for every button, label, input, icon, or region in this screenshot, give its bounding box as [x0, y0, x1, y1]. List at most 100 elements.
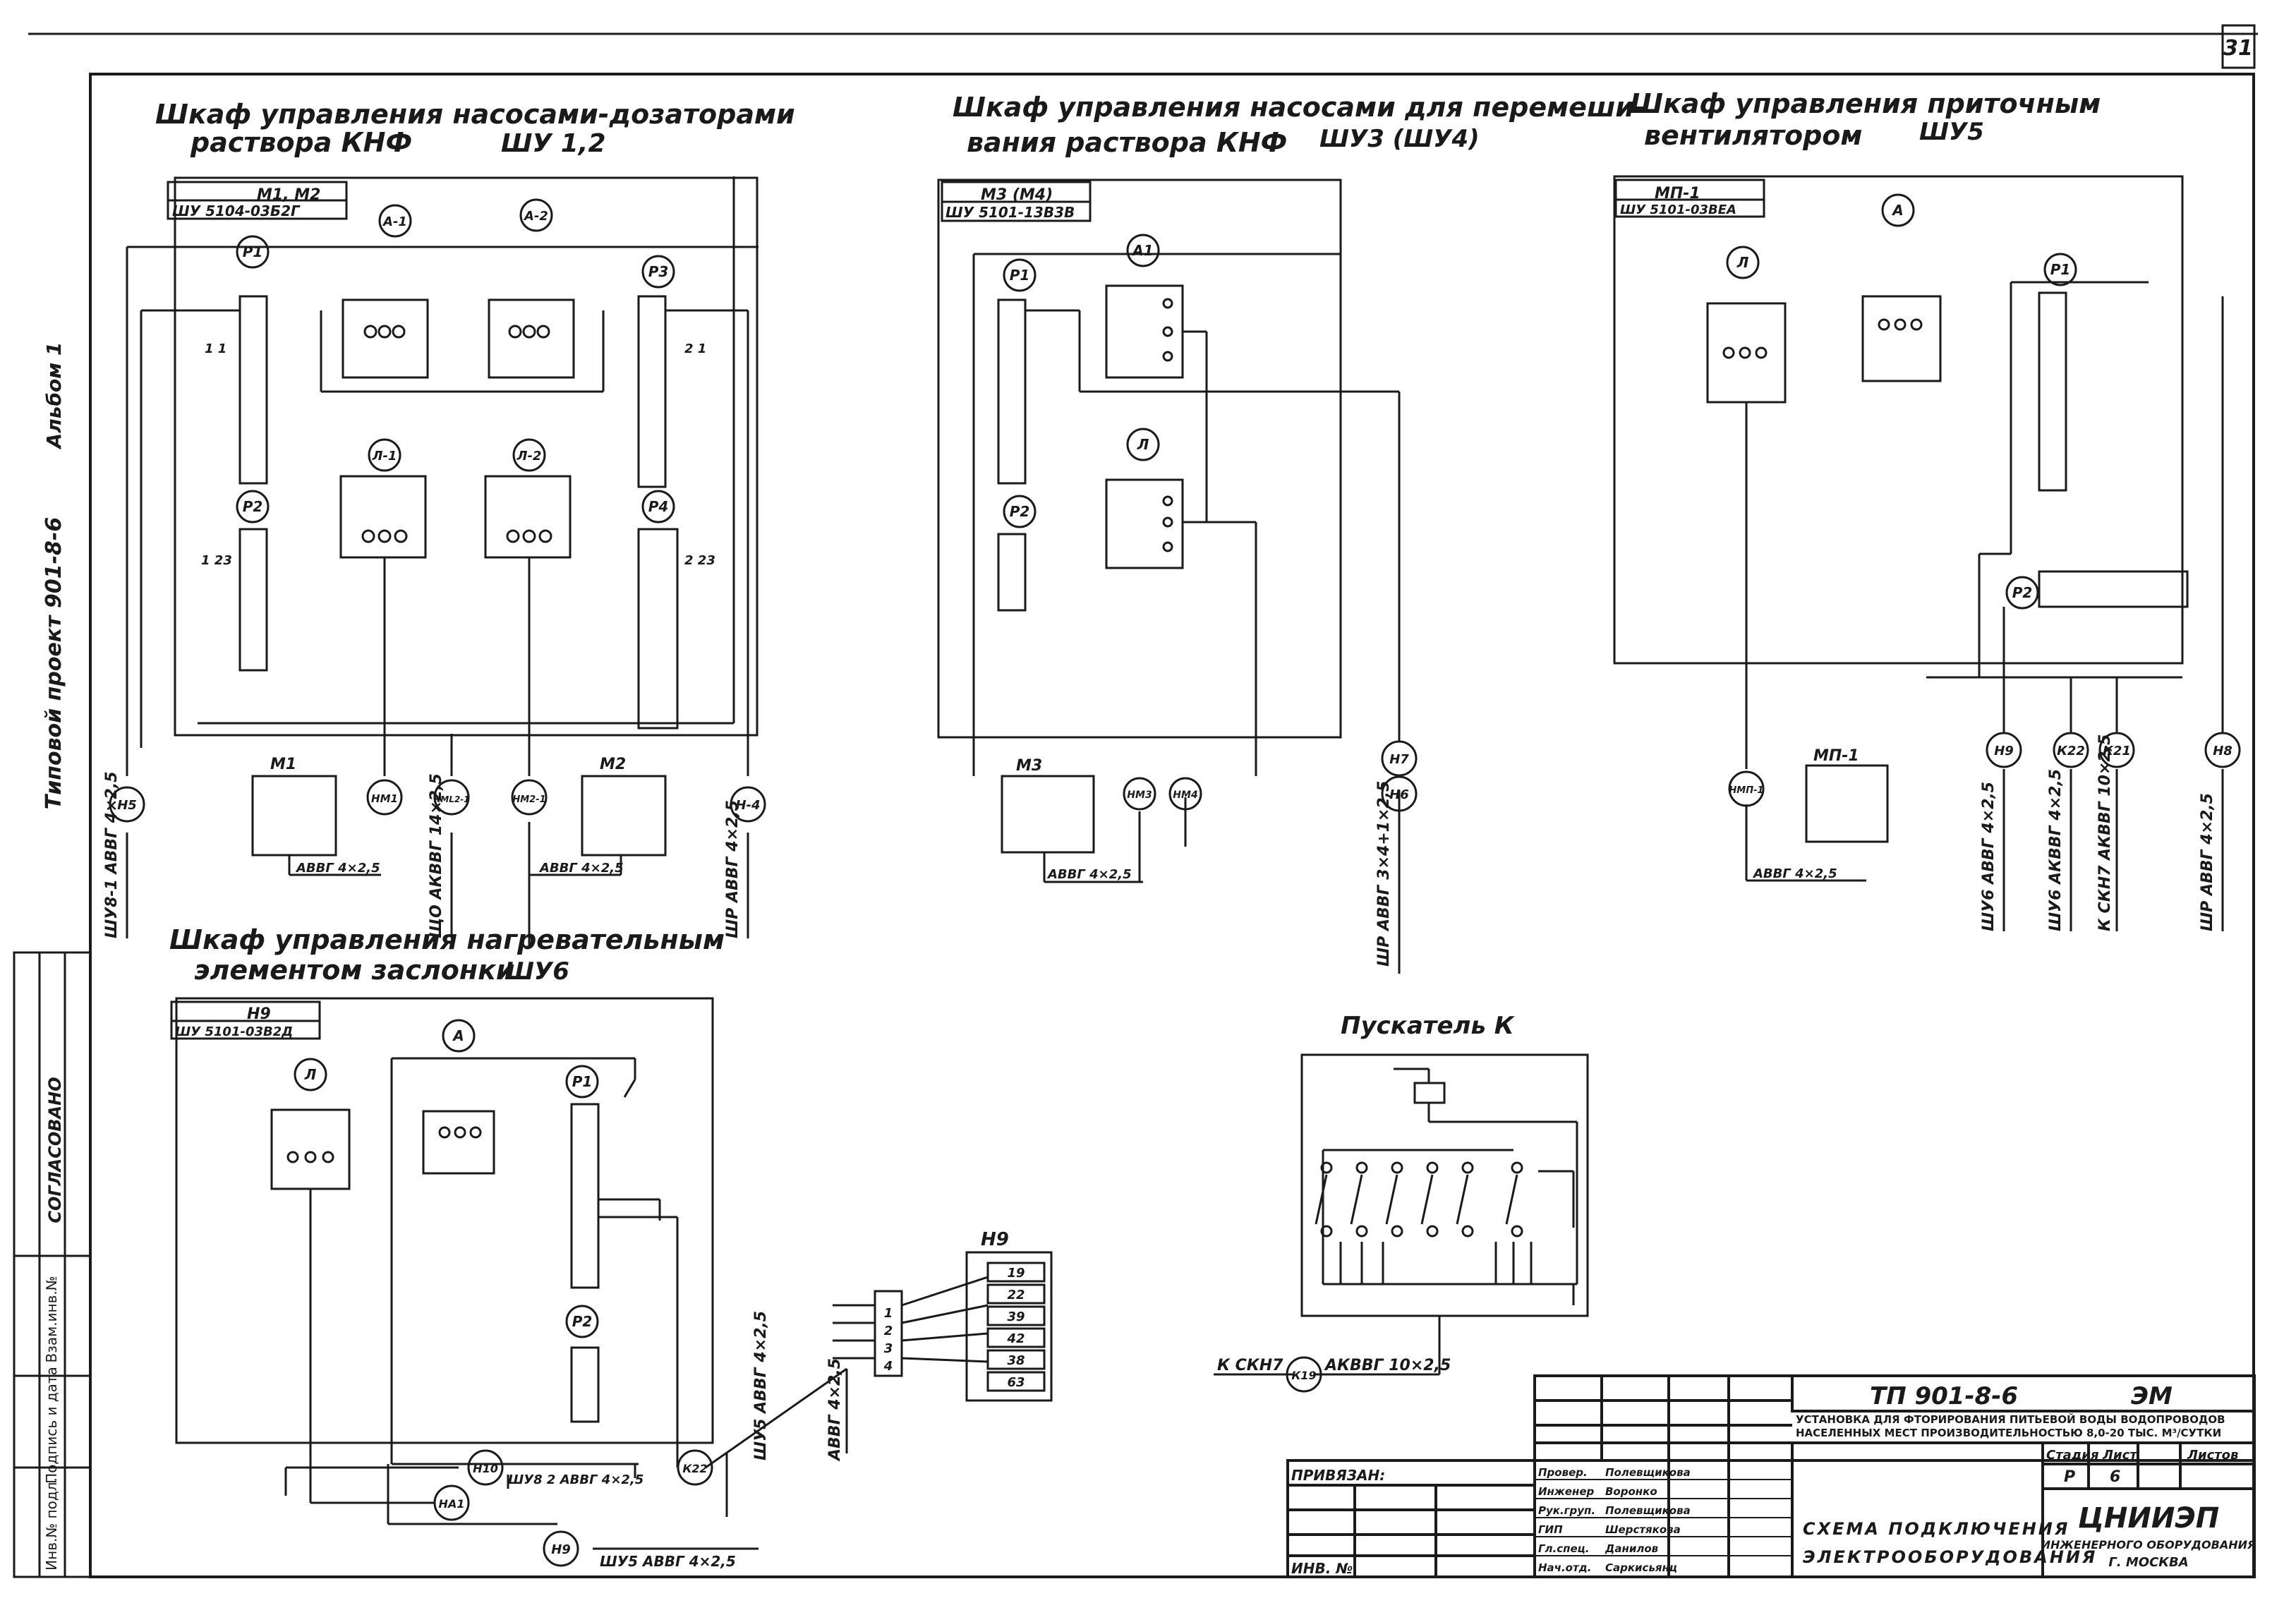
- shu6-dev-a: А: [452, 1027, 464, 1044]
- tb-role: ГИП: [1538, 1523, 1563, 1536]
- tb-name: Полевщикова: [1605, 1504, 1691, 1517]
- shu12-motor-cable-2: АВВГ 4×2,5: [538, 861, 624, 876]
- shu5-dev-r1: Р1: [2050, 261, 2071, 278]
- shu6-cable-1: ШУ8 2 АВВГ 4×2,5: [508, 1472, 644, 1487]
- shu12-node-h5: Н5: [117, 798, 137, 813]
- shu34-code: ШУ3 (ШУ4): [1319, 125, 1480, 153]
- shu6-title1: Шкаф управления нагревательным: [169, 924, 725, 955]
- n9-terminal-label: 3: [884, 1341, 893, 1356]
- shu12-node-kml: КМL2-1: [433, 794, 469, 804]
- tb-stage-hdr: Стадия: [2046, 1448, 2099, 1463]
- shu6-node-h10: Н10: [473, 1462, 498, 1475]
- shu6-dev-r2: Р2: [572, 1313, 593, 1330]
- tb-description: Установка для фторирования питьевой воды…: [1796, 1413, 2225, 1439]
- n9-cell-label: 19: [1007, 1266, 1025, 1281]
- shu5-motor-cable: АВВГ 4×2,5: [1752, 866, 1837, 881]
- n9-cell: [986, 1349, 1046, 1370]
- starter-contact-top: [1511, 1161, 1523, 1174]
- shu34-header2: ШУ 5101-13В3В: [945, 204, 1075, 221]
- shu12-node-hm1: НМ1: [371, 792, 398, 805]
- starter-contact-bottom: [1461, 1225, 1474, 1238]
- tb-sheet-mark: ЭМ: [2131, 1382, 2173, 1410]
- n9-cell-label: 39: [1007, 1309, 1025, 1324]
- tb-role: Гл.спец.: [1538, 1542, 1590, 1555]
- shu34-dev-l: Л: [1137, 436, 1149, 453]
- agreed-label: СОГЛАСОВАНО: [45, 1077, 65, 1223]
- starter-node: К19: [1291, 1369, 1316, 1382]
- n9-cell-label: 42: [1006, 1331, 1025, 1346]
- shu6-node-ha1: НА1: [439, 1497, 465, 1511]
- shu5-node-hmp: НМП-1: [1729, 785, 1763, 796]
- shu6-code: ШУ6: [504, 957, 569, 986]
- shu5-cable-4: ШР АВВГ 4×2,5: [2199, 793, 2216, 931]
- shu6-dev-l: Л: [304, 1066, 317, 1083]
- shu12-dev-r3: Р3: [648, 263, 669, 280]
- sheet-frame: [28, 24, 2258, 1578]
- shu5-dev-a: А: [1891, 202, 1903, 219]
- shu34-cable: ШР АВВГ 3×4+1×2,5: [1375, 781, 1393, 967]
- n9-cell-label: 22: [1007, 1288, 1025, 1302]
- tb-sheet-hdr: Лист: [2102, 1448, 2138, 1463]
- shu6-cable-2: ШУ5 АВВГ 4×2,5: [752, 1311, 770, 1460]
- shu5-title2: вентилятором: [1644, 120, 1862, 151]
- shu34-dev-r1: Р1: [1010, 267, 1030, 284]
- n9-cell: [986, 1327, 1046, 1348]
- starter-cable: К СКН7: [1217, 1357, 1283, 1374]
- tb-name: Саркисьянц: [1605, 1561, 1677, 1574]
- n9-cell-label: 63: [1007, 1375, 1025, 1390]
- starter-contact-blade: [1350, 1174, 1363, 1225]
- starter-contact-top: [1426, 1161, 1439, 1174]
- tb-name: Данилов: [1605, 1542, 1658, 1555]
- shu34-title2: вания раствора КНФ: [967, 127, 1287, 158]
- shu12-node-hm2: НМ2-1: [512, 794, 545, 805]
- starter-contact-blade: [1456, 1174, 1469, 1225]
- starter-contact-blade: [1505, 1174, 1518, 1225]
- tb-org2: инженерного оборудования: [2041, 1538, 2256, 1551]
- stamp-replace: Взам.инв.№: [43, 1276, 60, 1362]
- album-label: Альбом 1: [42, 342, 66, 450]
- starter-contact-bottom: [1426, 1225, 1439, 1238]
- title-block: ТП 901-8-6 ЭМ Установка для фторирования…: [1286, 1374, 2256, 1578]
- shu12-dev-l1: Л-1: [372, 449, 397, 464]
- shu12-header2: ШУ 5104-03Б2Г: [172, 202, 301, 219]
- stamp-inv: Инв.№ подл.: [43, 1477, 60, 1571]
- shu12-node-h4: Н-4: [735, 798, 760, 813]
- side-stamp: [13, 951, 92, 1578]
- shu12-cable-3: ШР АВВГ 4×2,5: [724, 800, 742, 938]
- shu12-title1: Шкаф управления насосами-дозаторами: [155, 99, 795, 130]
- tb-drawing-title2: электрооборудования: [1803, 1547, 2097, 1567]
- shu12-code: ШУ 1,2: [501, 129, 606, 158]
- starter-contact-top: [1320, 1161, 1333, 1174]
- shu34-dev-a1: А1: [1131, 242, 1153, 259]
- n9-terminal-label: 1: [884, 1306, 893, 1321]
- tb-stage: Р: [2064, 1468, 2075, 1486]
- shu5-title1: Шкаф управления приточным: [1630, 88, 2101, 119]
- shu6-dev-r1: Р1: [572, 1073, 593, 1090]
- shu12-motor-cable-1: АВВГ 4×2,5: [295, 861, 380, 876]
- shu12-cable-1: ШУ8-1 АВВГ 4×2,5: [103, 772, 121, 939]
- panel-shu5: Шкаф управления приточным вентилятором Ш…: [1613, 88, 2241, 931]
- shu12-header1: М1, М2: [257, 186, 320, 204]
- shu12-bus-4: 2 23: [684, 553, 715, 568]
- starter-contact-blade: [1385, 1174, 1398, 1225]
- shu5-dev-l: Л: [1736, 254, 1749, 271]
- starter-contact-bottom: [1355, 1225, 1368, 1238]
- tb-binding: Привязан:: [1291, 1467, 1385, 1484]
- shu5-node-k21: К21: [2103, 744, 2131, 758]
- panel-shu6: Шкаф управления нагревательным элементом…: [169, 924, 848, 1570]
- tb-org1: ЦНИИЭП: [2078, 1502, 2219, 1535]
- tb-drawing-title1: Схема подключения: [1803, 1519, 2070, 1539]
- panel-starter: Пускатель К К СКН7 К19 АКВВГ 10×2,5: [1214, 1012, 1589, 1393]
- shu12-bus-1: 1 1: [205, 341, 226, 356]
- starter-contact-top: [1391, 1161, 1403, 1174]
- shu12-cable-2: ЩО АКВВГ 14×2,5: [428, 773, 445, 938]
- shu34-dev-r2: Р2: [1010, 503, 1030, 520]
- shu12-motor-m2: М2: [600, 756, 626, 773]
- tb-sheets-hdr: Листов: [2187, 1448, 2238, 1463]
- stamp-sign: Подпись и дата: [43, 1367, 60, 1484]
- shu34-motor: М3: [1016, 757, 1042, 775]
- tb-doc-code: ТП 901-8-6: [1870, 1382, 2018, 1410]
- shu5-motor: МП-1: [1813, 747, 1859, 765]
- starter-contact-blade: [1420, 1174, 1434, 1225]
- tb-name: Воронко: [1605, 1485, 1657, 1498]
